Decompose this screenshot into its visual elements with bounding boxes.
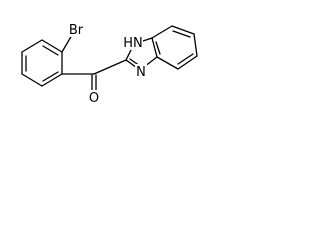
chemical-structure: Br HN N O [21,22,198,106]
svg-text:Br: Br [69,23,84,38]
carbonyl-imidazole-bond [93,59,127,75]
c-br-bond [61,34,73,53]
atom-label-bromine: Br [65,22,87,38]
bromophenyl-ring [21,39,63,87]
atom-label-nh: HN [123,35,143,51]
carbonyl-double-bond [91,74,97,91]
svg-text:O: O [89,91,99,106]
atom-label-nitrogen: N [135,64,147,80]
fused-benzene-ring [151,25,198,70]
atom-label-oxygen: O [88,90,100,106]
svg-text:N: N [136,65,146,80]
svg-text:HN: HN [123,36,143,51]
